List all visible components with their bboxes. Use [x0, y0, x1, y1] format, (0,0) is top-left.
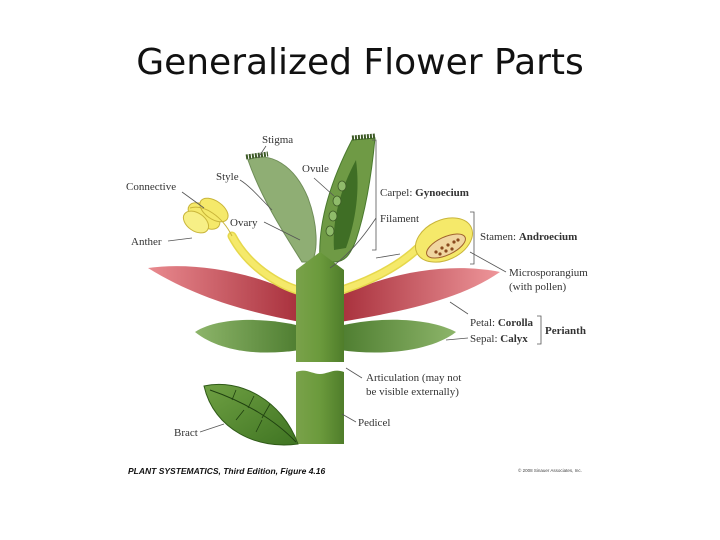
right-anther — [415, 217, 473, 263]
figure-citation: PLANT SYSTEMATICS, Third Edition, Figure… — [128, 466, 326, 476]
right-petal — [340, 268, 500, 322]
leader-petal — [449, 301, 469, 315]
stigma-left — [245, 151, 269, 160]
leader-microsporangium — [469, 251, 507, 273]
right-sepal — [340, 319, 456, 353]
leader-sepal — [445, 337, 469, 341]
leader-bract — [199, 423, 225, 433]
carpel-bracket — [372, 139, 377, 251]
right-carpel-locule — [333, 160, 358, 250]
perianth-bracket — [537, 315, 542, 345]
leader-connective — [181, 191, 205, 209]
bract — [203, 383, 299, 446]
label-microsporangium-note: (with pollen) — [509, 281, 566, 293]
stamen-bracket — [470, 211, 475, 265]
leader-articulation — [345, 367, 363, 379]
label-stigma: Stigma — [262, 134, 293, 146]
label-ovule: Ovule — [302, 163, 329, 175]
label-articulation-note: be visible externally) — [366, 386, 459, 398]
label-ovary: Ovary — [230, 217, 258, 229]
label-sepal: Sepal: Calyx — [470, 333, 528, 345]
leader-ovule — [313, 177, 335, 197]
receptacle — [296, 252, 344, 362]
ovule — [337, 180, 347, 192]
label-pedicel: Pedicel — [358, 417, 390, 429]
left-sepal — [195, 319, 300, 353]
left-anther — [182, 197, 233, 237]
leader-filament — [329, 217, 401, 269]
label-bract: Bract — [174, 427, 198, 439]
page-title: Generalized Flower Parts — [136, 42, 584, 83]
label-perianth: Perianth — [545, 325, 586, 337]
ovule — [332, 195, 342, 207]
label-carpel: Carpel: Gynoecium — [380, 187, 469, 199]
leader-anther — [167, 237, 193, 242]
label-petal: Petal: Corolla — [470, 317, 534, 329]
ovule — [325, 225, 335, 237]
label-stamen: Stamen: Androecium — [480, 231, 577, 243]
leader-pedicel — [341, 413, 357, 423]
label-microsporangium: Microsporangium — [509, 267, 588, 279]
ovule — [328, 210, 338, 222]
copyright-notice: © 2008 Sinauer Associates, Inc. — [518, 467, 582, 473]
stigma-right — [351, 133, 376, 141]
label-filament: Filament — [380, 213, 419, 225]
label-anther: Anther — [131, 236, 162, 248]
leader-style — [239, 179, 273, 211]
label-connective: Connective — [126, 181, 176, 193]
left-carpel — [247, 156, 317, 263]
pedicel — [296, 370, 344, 444]
label-style: Style — [216, 171, 239, 183]
articulation — [296, 362, 344, 376]
label-articulation: Articulation (may not — [366, 372, 461, 384]
left-petal — [148, 266, 300, 322]
leader-stigma — [257, 145, 267, 159]
bract-midrib — [209, 389, 297, 443]
bract-vein — [231, 389, 271, 433]
leader-ovary — [263, 221, 301, 241]
